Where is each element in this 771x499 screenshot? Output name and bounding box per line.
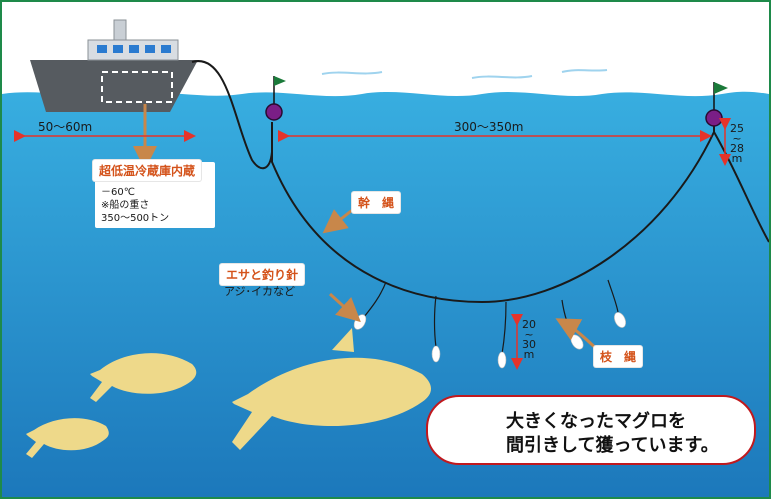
storage-info-box: 超低温冷蔵庫内蔵 －60℃ ※船の重さ 350～500トン	[93, 160, 215, 228]
bait-pointer	[328, 292, 361, 323]
flag-right	[714, 82, 728, 94]
message-box: 大きくなったマグロを 間引きして獲っています。	[426, 395, 756, 465]
buoy-left	[265, 76, 286, 121]
boat-distance-label: 50～60m	[38, 120, 93, 134]
fishing-boat	[30, 19, 198, 112]
storage-details: －60℃ ※船の重さ 350～500トン	[101, 187, 170, 224]
message-line-1: 大きくなったマグロを	[506, 411, 686, 432]
message-line-2: 間引きして獲っています。	[506, 435, 719, 456]
branch-line-label: 枝 縄	[594, 346, 643, 367]
boat-mast	[113, 19, 127, 41]
storage-title: 超低温冷蔵庫内蔵	[93, 160, 202, 181]
bait-label: エサと釣り針	[220, 264, 305, 285]
tuna-school	[26, 328, 431, 458]
tuna-large	[232, 357, 431, 450]
line-boat-to-buoy	[191, 60, 273, 170]
buoy-right	[705, 82, 728, 127]
main-line	[271, 122, 715, 304]
buoy-distance-label: 300～350m	[454, 120, 524, 134]
freezer-outline	[101, 71, 173, 103]
tuna-medium	[90, 353, 197, 402]
tuna-small	[26, 418, 109, 458]
branch-lines	[363, 279, 619, 355]
wave-crest	[321, 69, 608, 79]
flag-left	[274, 76, 286, 86]
bait-sublabel: アジ･イカなど	[224, 285, 296, 298]
main-line-label: 幹 縄	[352, 192, 401, 213]
